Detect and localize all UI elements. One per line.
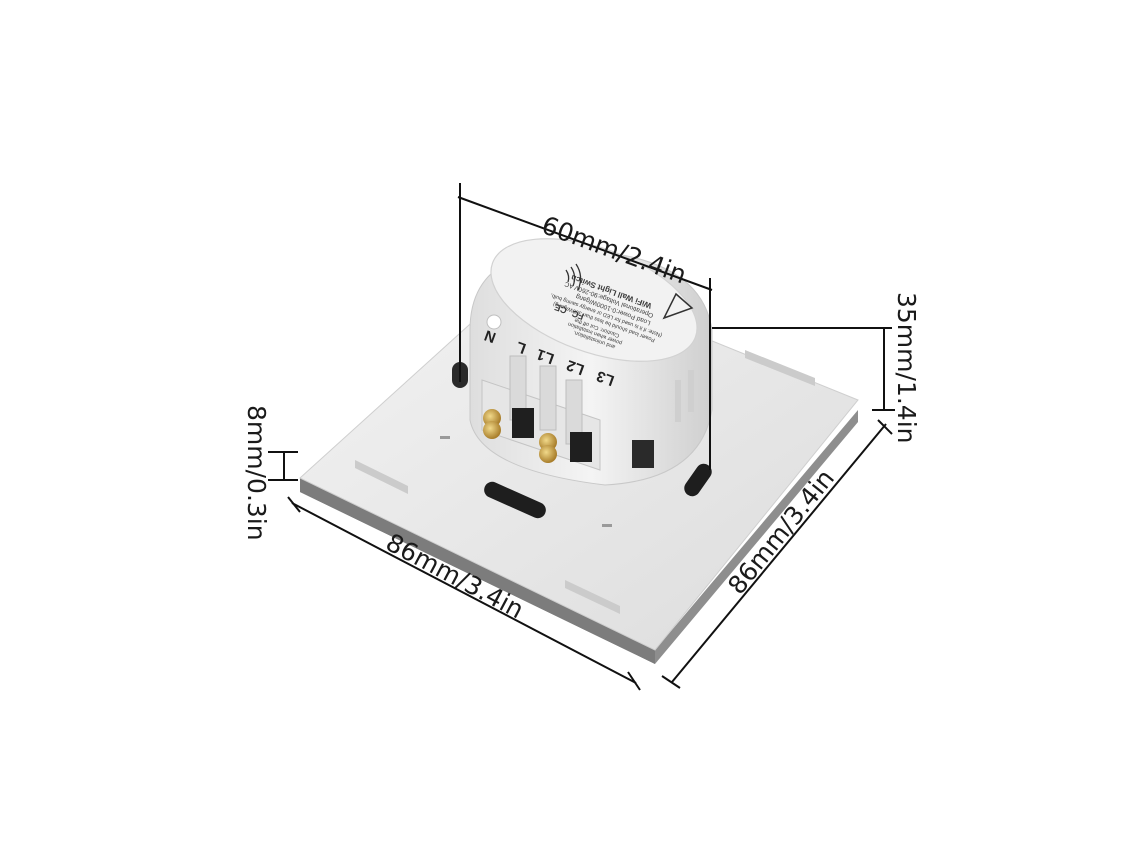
- switch-module: L3 L2 L1 L N WiFi Wall Light Switch Oper…: [469, 238, 713, 486]
- terminal-label-l1: L1: [534, 345, 556, 367]
- wifi-icon: [565, 263, 582, 291]
- terminal-block: [481, 355, 601, 471]
- warning-triangle-icon: [662, 292, 694, 320]
- terminal-label-l2: L2: [564, 356, 586, 378]
- plate-front-edge: [300, 478, 655, 664]
- module-label-face: [490, 238, 698, 362]
- brass-screw: [539, 445, 557, 463]
- tick-end: [877, 419, 893, 435]
- brass-screw: [483, 421, 501, 439]
- dimension-label-plate-thickness: 8mm/0.3in: [242, 405, 271, 541]
- ce-mark: CE: [553, 302, 568, 316]
- dimension-line: [671, 423, 887, 683]
- dimension-label-module-depth: 35mm/1.4in: [892, 292, 921, 444]
- dimension-line: [457, 196, 713, 291]
- terminal-label-l3: L3: [594, 367, 616, 389]
- plate-clip-notch: [355, 460, 408, 494]
- tick-start: [661, 675, 681, 689]
- mount-slot: [484, 481, 546, 519]
- plate-clip-notch: [745, 350, 815, 386]
- fcc-mark: FC: [570, 308, 585, 322]
- dimension-line: [291, 502, 637, 684]
- module-screw-hole: [486, 314, 502, 330]
- plate-mark: [440, 436, 450, 439]
- dimension-8mm: 8mm/0.3in: [242, 405, 298, 541]
- dimension-35mm: 35mm/1.4in: [712, 292, 921, 444]
- module-vents: [632, 370, 694, 468]
- mount-slot: [684, 463, 712, 497]
- plate-mark: [602, 524, 612, 527]
- plate-clip-notch: [565, 580, 620, 614]
